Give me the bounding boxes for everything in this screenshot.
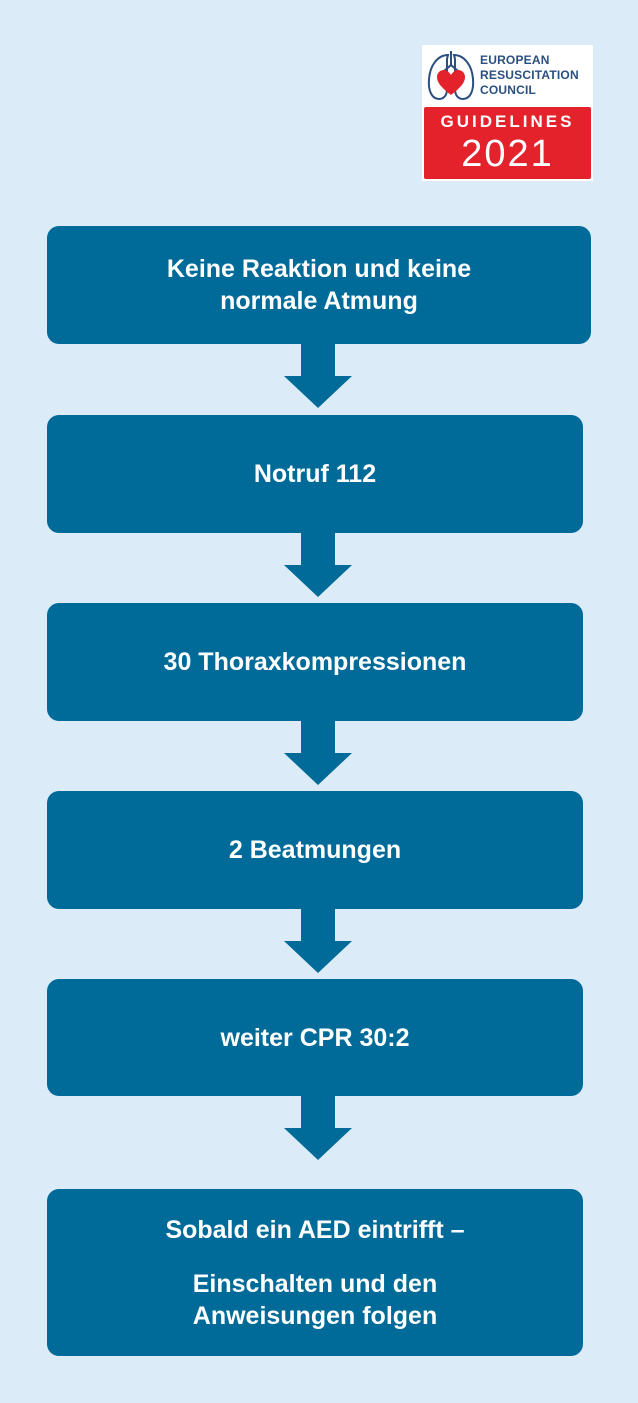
arrow-down-icon xyxy=(284,909,352,973)
step-text: Sobald ein AED eintrifft – xyxy=(165,1215,465,1244)
logo-header: EUROPEAN RESUSCITATION COUNCIL xyxy=(422,45,593,105)
erc-logo: EUROPEAN RESUSCITATION COUNCIL GUIDELINE… xyxy=(422,45,593,181)
logo-line-1: EUROPEAN xyxy=(480,53,550,67)
arrow-down-icon xyxy=(284,344,352,408)
step-text: weiter CPR 30:2 xyxy=(220,1023,410,1052)
logo-guidelines-label: GUIDELINES xyxy=(440,112,575,131)
step-text: Anweisungen folgen xyxy=(192,1301,438,1330)
logo-line-2: RESUSCITATION xyxy=(480,68,579,82)
step-no-response: Keine Reaktion und keine normale Atmung xyxy=(47,226,591,344)
logo-line-3: COUNCIL xyxy=(480,83,537,97)
step-rescue-breaths: 2 Beatmungen xyxy=(47,791,583,909)
step-text: normale Atmung xyxy=(220,287,418,315)
lungs-heart-icon xyxy=(427,51,475,101)
step-text: 2 Beatmungen xyxy=(228,836,402,864)
step-text: Keine Reaktion und keine xyxy=(166,255,472,283)
logo-guidelines-badge: GUIDELINES 2021 xyxy=(424,107,591,179)
arrow-down-icon xyxy=(284,533,352,597)
arrow-down-icon xyxy=(284,1096,352,1160)
step-emergency-call: Notruf 112 xyxy=(47,415,583,533)
logo-wordmark: EUROPEAN RESUSCITATION COUNCIL xyxy=(480,53,579,98)
logo-year: 2021 xyxy=(461,133,554,175)
step-text: Notruf 112 xyxy=(253,460,377,488)
step-text: 30 Thoraxkompressionen xyxy=(163,648,467,676)
step-chest-compressions: 30 Thoraxkompressionen xyxy=(47,603,583,721)
step-text: Einschalten und den xyxy=(192,1269,438,1298)
arrow-down-icon xyxy=(284,721,352,785)
step-continue-cpr: weiter CPR 30:2 xyxy=(47,979,583,1096)
step-aed: Sobald ein AED eintrifft – Einschalten u… xyxy=(47,1189,583,1356)
